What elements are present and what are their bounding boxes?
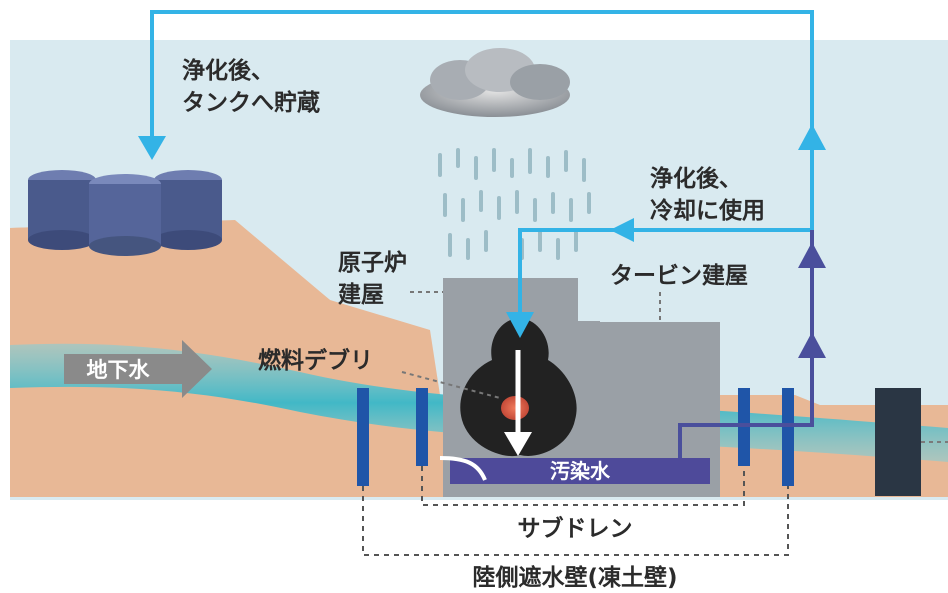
groundwater-label: 地下水 bbox=[87, 358, 151, 382]
purified-tank-label-line1: 浄化後、 bbox=[182, 57, 274, 84]
purification-flow-to-cooling bbox=[506, 218, 812, 338]
turbine-building-block bbox=[600, 322, 720, 382]
internal-flow-arrow bbox=[439, 350, 532, 481]
purified-cooling-label-line2: 冷却に使用 bbox=[650, 197, 765, 224]
contaminated-water-return-flow bbox=[678, 230, 826, 458]
reactor-building-label-line2: 建屋 bbox=[338, 282, 384, 308]
purified-tank-label-line2: タンクへ貯蔵 bbox=[182, 89, 320, 116]
storage-tanks bbox=[28, 170, 222, 256]
purified-cooling-label-line1: 浄化後、 bbox=[650, 165, 742, 192]
rain-cloud bbox=[420, 48, 570, 117]
fuel-debris-label: 燃料デブリ bbox=[258, 347, 373, 374]
debris-leader bbox=[401, 371, 501, 399]
subdrain-label: サブドレン bbox=[518, 515, 633, 542]
subdrain-wells bbox=[357, 388, 794, 486]
turbine-building-label: タービン建屋 bbox=[610, 263, 748, 289]
subdrain-boundary bbox=[421, 466, 745, 506]
contaminated-water-pool bbox=[450, 458, 710, 484]
ice-wall-label: 陸側遮水壁(凍土壁) bbox=[472, 564, 677, 591]
rain bbox=[438, 148, 591, 260]
ice-wall-boundary bbox=[362, 486, 789, 556]
fuel-core bbox=[501, 396, 529, 420]
outer-structure bbox=[875, 388, 921, 496]
purification-flow-to-tank bbox=[138, 10, 826, 230]
reactor-building-label-line1: 原子炉 bbox=[338, 249, 407, 276]
groundwater-arrow: 地下水 bbox=[64, 340, 212, 398]
contaminated-water-label: 汚染水 bbox=[550, 459, 611, 483]
